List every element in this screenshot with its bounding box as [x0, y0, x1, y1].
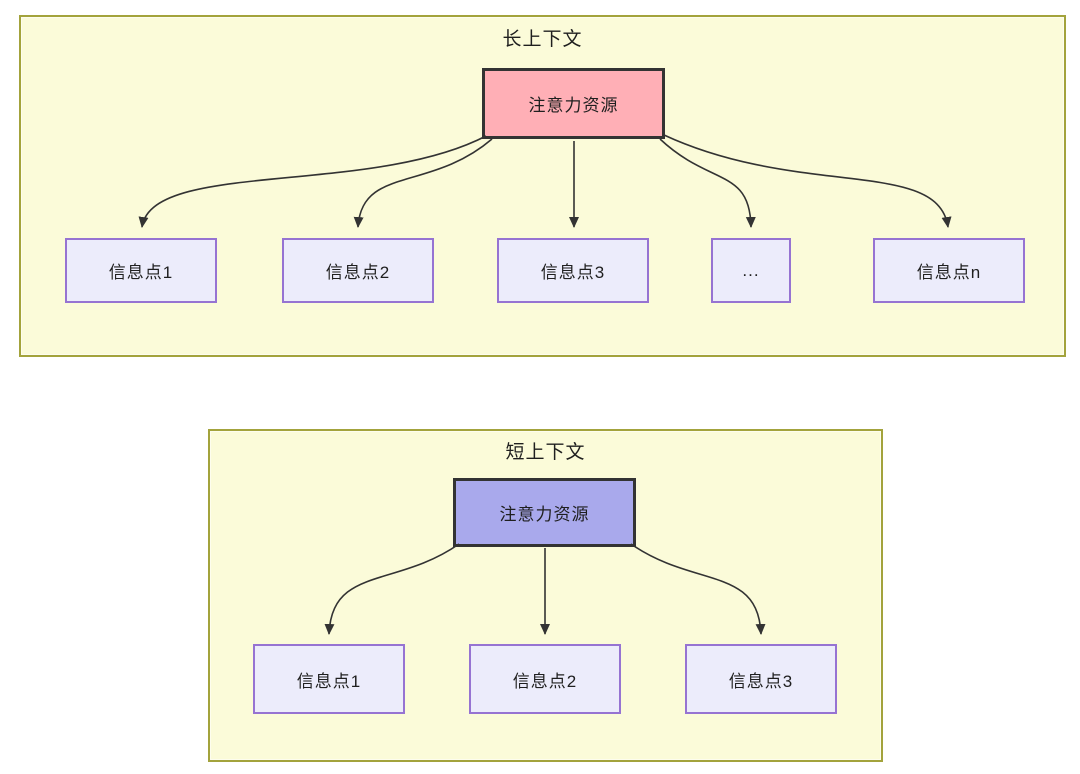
- long-info-node-3: 信息点3: [497, 238, 649, 303]
- long-context-title: 长上下文: [502, 29, 583, 50]
- short-info-node-3: 信息点3: [685, 644, 837, 714]
- short-info-node-1: 信息点1: [253, 644, 405, 714]
- long-attention-node: 注意力资源: [482, 68, 665, 139]
- short-info-node-2: 信息点2: [469, 644, 621, 714]
- long-info-node-n: 信息点n: [873, 238, 1025, 303]
- long-info-node-2: 信息点2: [282, 238, 434, 303]
- short-attention-node: 注意力资源: [453, 478, 636, 547]
- long-info-node-ellipsis: ...: [711, 238, 791, 303]
- long-context-container: [19, 15, 1066, 357]
- short-context-title: 短上下文: [505, 442, 586, 463]
- long-info-node-1: 信息点1: [65, 238, 217, 303]
